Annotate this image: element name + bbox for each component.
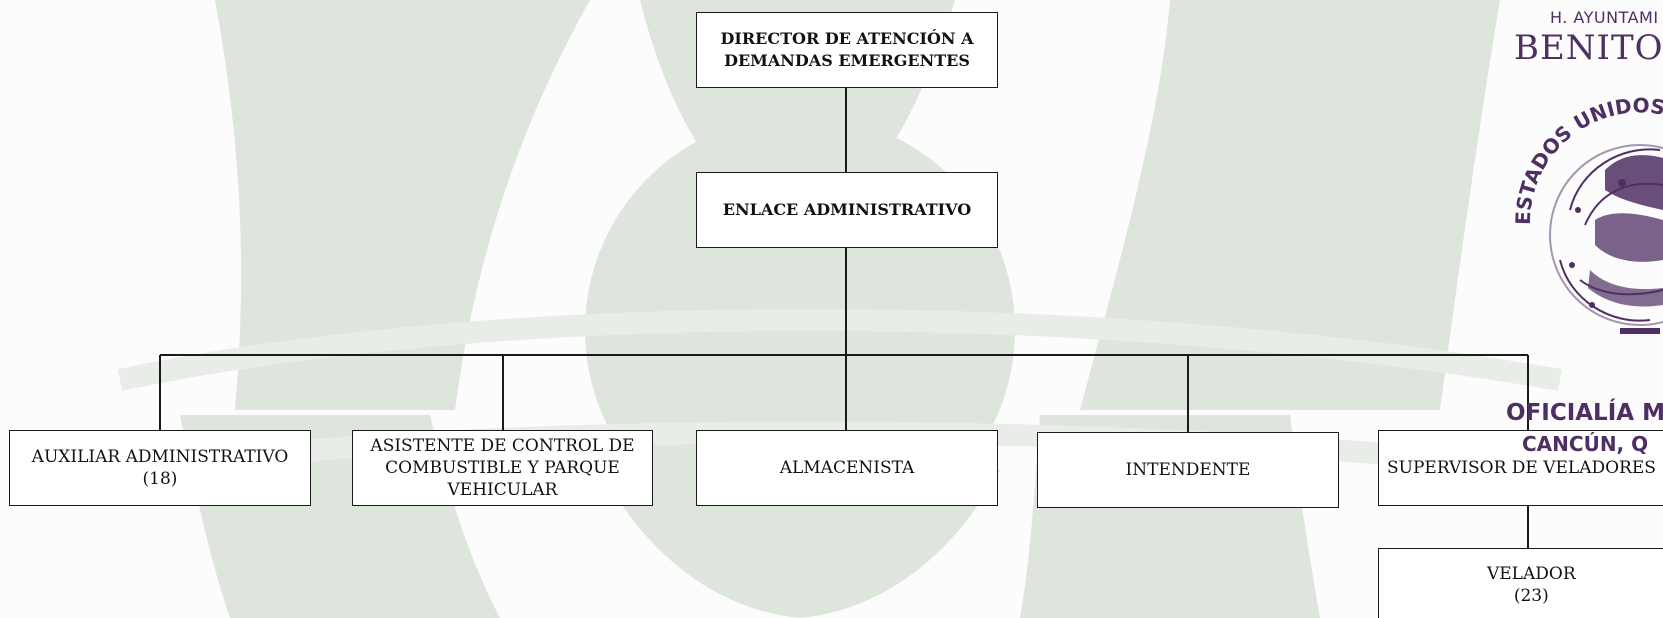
supervisor-veladores-box: SUPERVISOR DE VELADORES	[1378, 430, 1663, 506]
seal-ayuntamiento-text: H. AYUNTAMI	[1550, 8, 1659, 27]
seal-oficialia-text: OFICIALÍA M	[1506, 400, 1663, 426]
auxiliar-administrativo-box: AUXILIAR ADMINISTRATIVO (18)	[9, 430, 311, 506]
director-label: DIRECTOR DE ATENCIÓN A DEMANDAS EMERGENT…	[720, 29, 974, 70]
intendente-label: INTENDENTE	[1125, 460, 1251, 480]
velador-box: VELADOR (23)	[1378, 548, 1663, 618]
auxiliar-administrativo-label: AUXILIAR ADMINISTRATIVO (18)	[31, 447, 289, 489]
national-emblem-icon: ESTADOS UNIDOS	[1511, 93, 1663, 334]
enlace-administrativo-label: ENLACE ADMINISTRATIVO	[722, 200, 972, 219]
seal-cancun-text: CANCÚN, Q	[1522, 432, 1649, 456]
seal-benito-text: BENITO JU	[1514, 28, 1663, 68]
intendente-box: INTENDENTE	[1037, 432, 1339, 508]
asistente-combustible-box: ASISTENTE DE CONTROL DE COMBUSTIBLE Y PA…	[352, 430, 653, 506]
official-seal: H. AYUNTAMI BENITO JU ESTADOS UNIDOS	[1500, 0, 1663, 480]
asistente-combustible-label: ASISTENTE DE CONTROL DE COMBUSTIBLE Y PA…	[370, 436, 635, 500]
supervisor-veladores-label: SUPERVISOR DE VELADORES	[1387, 458, 1656, 478]
almacenista-box: ALMACENISTA	[696, 430, 998, 506]
director-box: DIRECTOR DE ATENCIÓN A DEMANDAS EMERGENT…	[696, 12, 998, 88]
almacenista-label: ALMACENISTA	[779, 458, 915, 478]
enlace-administrativo-box: ENLACE ADMINISTRATIVO	[696, 172, 998, 248]
velador-label: VELADOR (23)	[1487, 564, 1576, 606]
